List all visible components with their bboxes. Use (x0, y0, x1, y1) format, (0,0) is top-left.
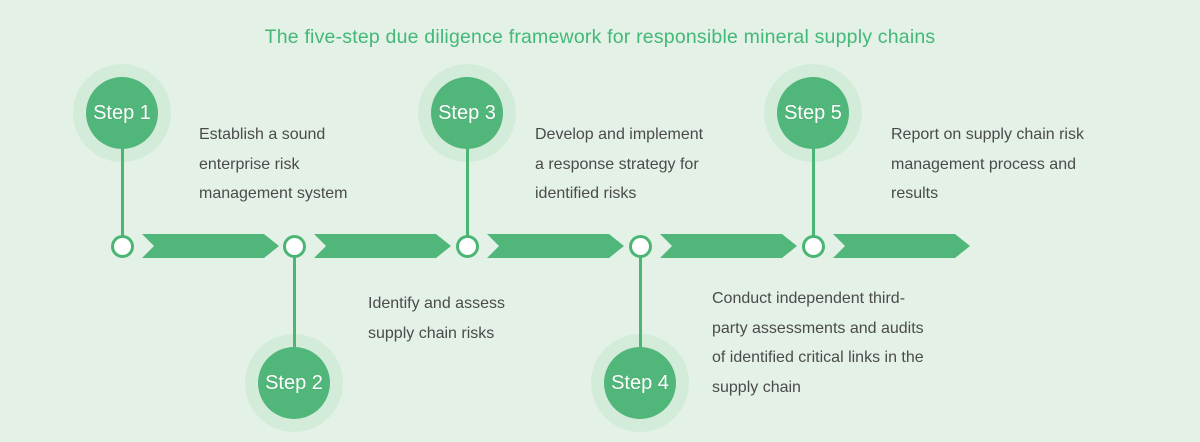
timeline-arrow-4 (660, 234, 797, 258)
step2-description: Identify and assess supply chain risks (368, 289, 505, 348)
step5-timeline-node (801, 235, 825, 258)
step4-timeline-node (628, 235, 652, 258)
step3-timeline-node (455, 235, 479, 258)
step1-timeline-node (110, 235, 134, 258)
step3-description: Develop and implement a response strategy… (535, 120, 703, 209)
step-description-line: results (891, 185, 939, 202)
step3-badge-label: Step 3 (438, 101, 496, 124)
diagram-title: The five-step due diligence framework fo… (264, 26, 936, 48)
step5-badge-label: Step 5 (784, 101, 842, 124)
step4-connector-stem (638, 246, 642, 383)
step3-connector-stem (465, 113, 469, 246)
timeline-arrow-3 (487, 234, 624, 258)
timeline-arrow-5 (833, 234, 970, 258)
step-description-line: management system (199, 185, 348, 202)
step-description-line: Develop and implement (535, 126, 704, 143)
step-description-line: a response strategy for (535, 155, 699, 173)
step1-badge-label: Step 1 (93, 101, 151, 124)
step5-description: Report on supply chain risk management pr… (891, 120, 1084, 209)
step-description-line: Report on supply chain risk (891, 126, 1084, 143)
step2-connector-stem (292, 246, 296, 383)
step5-badge: Step 5 (777, 77, 849, 149)
step4-description: Conduct independent third-party assessme… (712, 284, 924, 402)
step4-badge: Step 4 (604, 347, 676, 419)
step-description-line: party assessments and audits (712, 319, 924, 337)
step1-description: Establish a sound enterprise risk manageme… (199, 120, 348, 209)
step-description-line: Conduct independent third- (712, 290, 906, 307)
step-description-line: Identify and assess (368, 295, 505, 312)
step1-connector-stem (120, 113, 124, 246)
step-description-line: enterprise risk (199, 155, 300, 173)
step-description-line: supply chain risks (368, 324, 495, 342)
step1-badge: Step 1 (86, 77, 158, 149)
step2-timeline-node (282, 235, 306, 258)
step-description-line: Establish a sound (199, 126, 326, 143)
step2-badge: Step 2 (258, 347, 330, 419)
step4-badge-label: Step 4 (611, 371, 669, 394)
timeline-arrow-1 (142, 234, 279, 258)
step5-connector-stem (811, 113, 815, 246)
step-description-line: supply chain (712, 378, 801, 396)
step3-badge: Step 3 (431, 77, 503, 149)
timeline-arrow-2 (314, 234, 451, 258)
step-description-line: of identified critical links in the (712, 349, 924, 366)
step-description-line: identified risks (535, 185, 637, 202)
step-description-line: management process and (891, 155, 1076, 173)
step2-badge-label: Step 2 (265, 371, 323, 394)
